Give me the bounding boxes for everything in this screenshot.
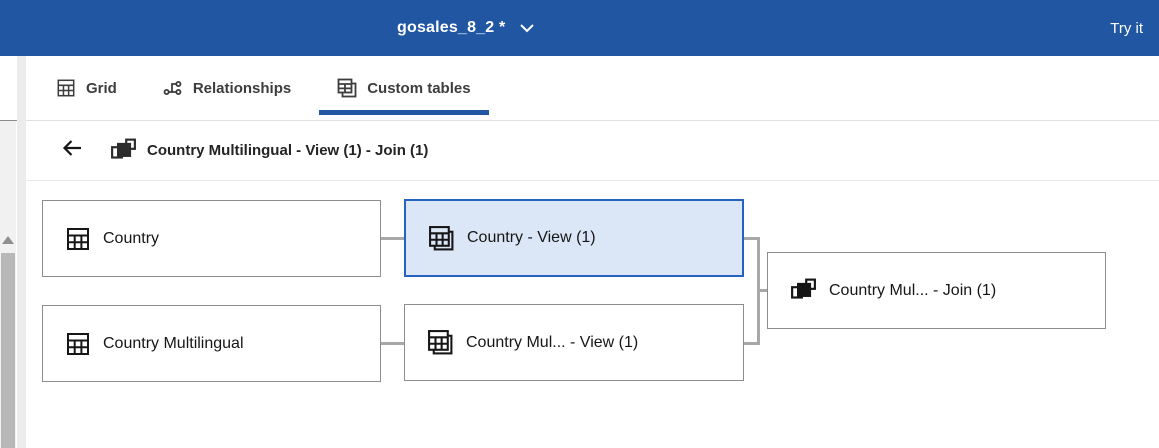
node-label: Country — [103, 229, 160, 247]
arrow-left-icon — [60, 136, 84, 165]
table-node-country-mul-view[interactable]: Country Mul... - View (1) — [404, 304, 744, 381]
table-icon — [65, 331, 91, 357]
chevron-down-icon[interactable] — [519, 23, 535, 33]
editor-tab-bar: Grid Relationships — [26, 56, 1159, 121]
custom-tables-icon — [337, 78, 357, 98]
table-node-country[interactable]: Country — [42, 200, 381, 277]
table-node-country-view[interactable]: Country - View (1) — [404, 199, 744, 277]
connector-line — [744, 341, 760, 345]
tab-custom-tables-label: Custom tables — [367, 79, 471, 97]
panel-splitter[interactable] — [17, 56, 26, 448]
vertical-scrollbar[interactable] — [0, 121, 16, 448]
table-node-country-mul-join[interactable]: Country Mul... - Join (1) — [767, 252, 1106, 329]
node-label: Country Mul... - View (1) — [466, 333, 639, 351]
table-icon — [65, 226, 91, 252]
table-node-country-multilingual[interactable]: Country Multilingual — [42, 305, 381, 382]
scroll-up-arrow-icon[interactable] — [2, 236, 14, 244]
join-diagram-canvas: Country Country - View (1) Country — [26, 181, 1159, 448]
back-button[interactable] — [56, 135, 88, 167]
module-title: gosales_8_2 * — [397, 19, 506, 36]
tab-relationships[interactable]: Relationships — [145, 56, 309, 120]
node-label: Country - View (1) — [467, 229, 596, 246]
node-label: Country Mul... - Join (1) — [829, 281, 997, 299]
relationships-icon — [163, 78, 183, 98]
node-label: Country Multilingual — [103, 334, 244, 352]
connector-line — [381, 236, 404, 240]
left-panel-divider — [0, 120, 17, 121]
table-icon — [56, 78, 76, 98]
module-title-menu[interactable]: gosales_8_2 * — [397, 0, 535, 56]
tab-relationships-label: Relationships — [192, 79, 292, 97]
breadcrumb: Country Multilingual - View (1) - Join (… — [26, 121, 1159, 181]
join-icon — [110, 138, 137, 164]
scrollbar-thumb[interactable] — [1, 253, 15, 448]
left-panel-edge — [0, 56, 17, 448]
view-icon — [428, 225, 455, 252]
breadcrumb-title: Country Multilingual - View (1) - Join (… — [147, 142, 429, 159]
tab-grid-label: Grid — [86, 79, 117, 97]
try-it-link[interactable]: Try it — [1110, 19, 1143, 37]
connector-line — [744, 236, 760, 240]
view-icon — [427, 329, 454, 356]
tab-custom-tables[interactable]: Custom tables — [319, 56, 489, 120]
connector-line — [757, 236, 760, 345]
app-header: gosales_8_2 * Try it — [0, 0, 1159, 56]
connector-line — [381, 341, 404, 345]
connector-line — [760, 288, 767, 292]
tab-grid[interactable]: Grid — [38, 56, 135, 120]
join-icon — [790, 278, 817, 304]
